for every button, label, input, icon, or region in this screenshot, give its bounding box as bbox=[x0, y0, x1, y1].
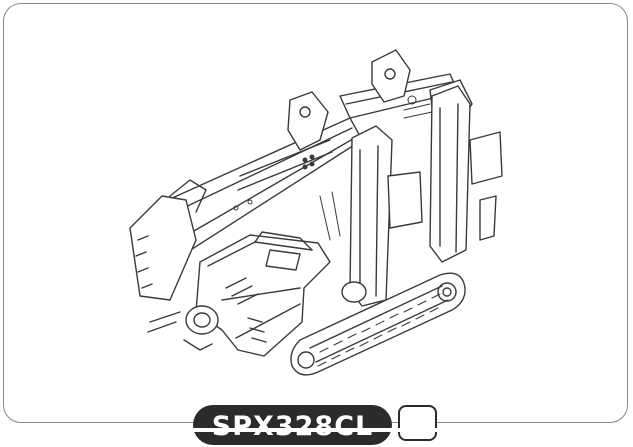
crawler-crane-illustration bbox=[129, 49, 503, 376]
boom-tip bbox=[129, 179, 219, 351]
chassis-body bbox=[195, 231, 331, 357]
outrigger-leg-center bbox=[341, 125, 423, 307]
outrigger-left-front bbox=[287, 91, 329, 151]
hydraulic-details bbox=[233, 95, 433, 241]
model-label-badge: SPX328CL bbox=[193, 405, 392, 445]
bottom-crop-mask bbox=[0, 428, 633, 432]
outrigger-leg-right bbox=[429, 85, 503, 263]
crawler-track bbox=[290, 272, 466, 376]
selection-checkbox[interactable] bbox=[398, 405, 437, 441]
